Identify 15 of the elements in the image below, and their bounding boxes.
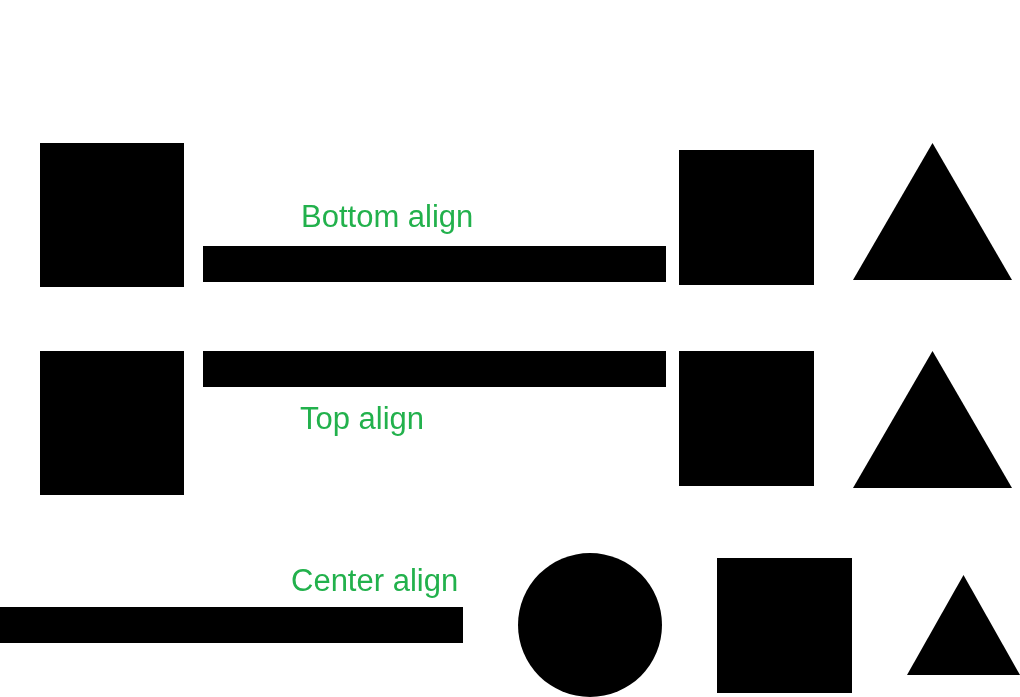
horizontal-bar [0, 607, 463, 643]
filled-triangle [907, 575, 1020, 675]
filled-square [679, 351, 814, 486]
filled-square [679, 150, 814, 285]
filled-circle [518, 553, 662, 697]
filled-square [717, 558, 852, 693]
alignment-label: Bottom align [301, 198, 474, 235]
filled-square [40, 143, 184, 287]
alignment-label: Center align [291, 562, 459, 599]
horizontal-bar [203, 351, 666, 387]
filled-triangle [853, 143, 1012, 280]
alignment-label: Top align [300, 400, 425, 437]
filled-triangle [853, 351, 1012, 488]
horizontal-bar [203, 246, 666, 282]
filled-square [40, 351, 184, 495]
